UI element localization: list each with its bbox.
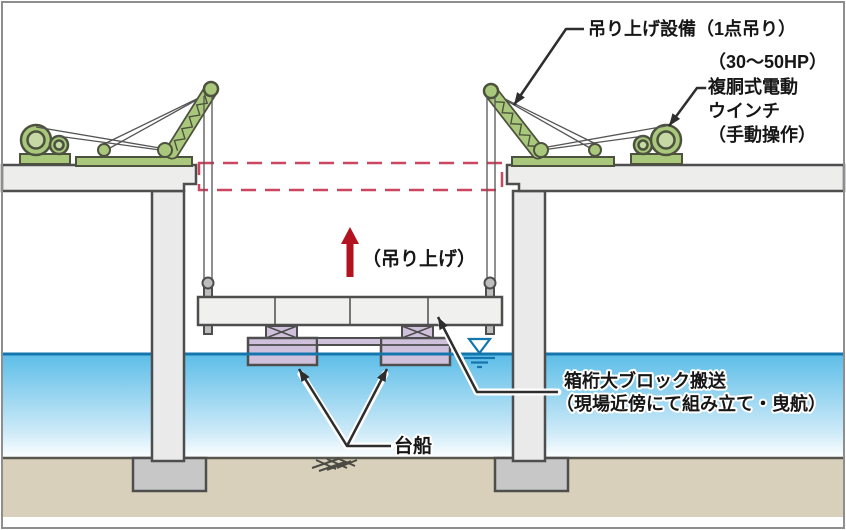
right-derrick-rig: [482, 82, 683, 167]
water: [2, 354, 844, 458]
left-winch-drums: [19, 123, 70, 157]
right-rig-cables: [492, 92, 667, 151]
leader-barge-right: [345, 368, 389, 447]
left-derrick-bed: [75, 156, 193, 167]
right-winch-bed: [630, 153, 683, 165]
girder-block: [196, 276, 504, 335]
label-winch-line4: （手動操作）: [708, 124, 816, 145]
deck-right: [505, 163, 846, 193]
label-winch-line3: ウインチ: [708, 101, 780, 121]
label-winch: （30〜50HP） 複胴式電動 ウインチ （手動操作）: [705, 50, 829, 147]
right-lattice-boom: [484, 86, 546, 160]
ground-hatch-icon: [311, 457, 358, 472]
water-level-icon: [464, 337, 495, 369]
label-winch-line1: （30〜50HP）: [708, 52, 827, 72]
leader-lift-equipment: [512, 27, 584, 106]
support-cribbing: [265, 325, 434, 339]
left-deck-pulley: [97, 143, 111, 157]
leader-block-transport: [436, 316, 558, 394]
barge-connecting-deck: [316, 337, 382, 346]
final-position-outline: [197, 161, 504, 192]
left-pier-column: [150, 189, 186, 463]
left-boom-pivot: [157, 142, 173, 158]
label-block-transport-line2: （現場近傍にて組み立て・曳航）: [556, 393, 826, 414]
right-boom-pivot: [533, 142, 549, 158]
label-winch-line2: 複胴式電動: [707, 76, 798, 97]
right-derrick-bed: [511, 156, 615, 167]
lift-arrow-icon: [341, 227, 359, 277]
leader-winch: [667, 86, 710, 127]
label-lift-equipment: 吊り上げ設備（1点吊り）: [588, 18, 796, 39]
right-deck-pulley: [588, 143, 602, 157]
label-lifting-action: （吊り上げ）: [362, 247, 476, 270]
right-pier-column: [511, 189, 547, 463]
right-boom-tip-sheave: [482, 82, 500, 100]
left-boom-tip-sheave: [202, 80, 220, 98]
hoist-cables: [203, 96, 496, 281]
leader-lines: [297, 25, 714, 450]
barge-assembly: [246, 336, 452, 367]
left-hanger-cap: [201, 276, 215, 290]
left-rig-cables: [35, 92, 210, 151]
label-block-transport: 箱桁大ブロック搬送 （現場近傍にて組み立て・曳航）: [554, 368, 828, 416]
barge-left: [246, 336, 319, 367]
left-derrick-rig: [19, 80, 220, 167]
right-winch-drums: [632, 123, 683, 157]
left-winch-bed: [19, 153, 71, 165]
seabed: [2, 456, 844, 517]
barge-right: [379, 336, 452, 367]
right-pier-footing: [493, 456, 570, 493]
label-block-transport-line1: 箱桁大ブロック搬送: [564, 370, 727, 391]
left-lattice-boom: [164, 81, 219, 160]
right-hanger-cap: [483, 276, 497, 290]
label-barge: 台船: [394, 434, 432, 457]
deck-left: [0, 163, 198, 193]
left-pier-footing: [131, 456, 208, 493]
